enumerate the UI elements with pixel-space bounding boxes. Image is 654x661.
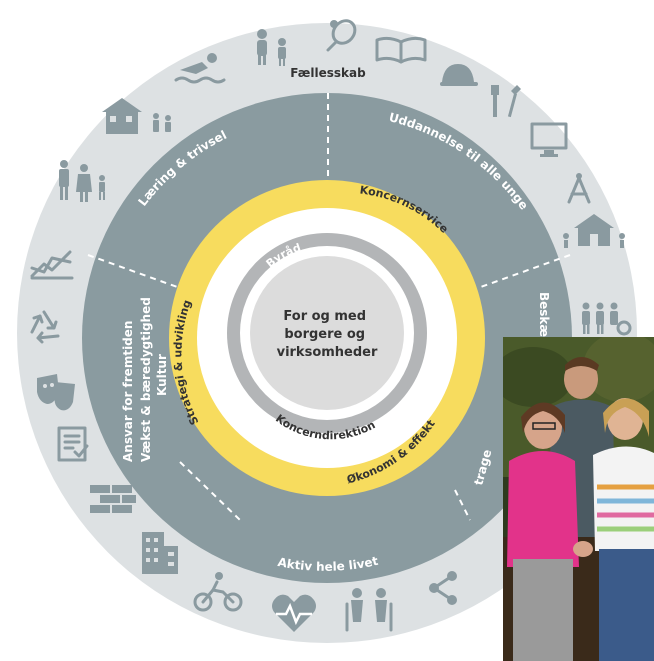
segment-ansvar-fremtiden: Ansvar for fremtiden [121,321,135,462]
segment-beskaeftigelse: Beskæ [537,292,551,337]
swimmer-icon [174,53,226,84]
bricks-icon [90,485,136,513]
svg-text:Ansvar for fremtiden: Ansvar for fremtiden [121,321,135,462]
center-line-1: For og med [283,309,366,324]
center-line-2: borgere og [284,327,365,342]
family-icon [59,160,105,202]
family-play-icon [257,29,286,66]
center-line-3: virksomheder [277,345,378,360]
share-icon [429,571,457,605]
monitor-icon [530,122,568,157]
document-check-icon [57,426,89,462]
tools-icon [491,85,521,118]
helmet-icon [440,64,478,86]
heartbeat-icon [272,594,316,632]
svg-text:Vækst & bæredygtighed: Vækst & bæredygtighed [139,297,153,462]
tennis-icon [326,19,357,52]
svg-text:Aktiv hele livet: Aktiv hele livet [277,554,380,574]
office-building-icon [142,532,178,574]
center-circle [250,256,404,410]
svg-text:Kultur: Kultur [155,354,169,396]
recycle-icon [30,310,60,344]
theater-masks-icon [37,374,75,411]
segment-vaekst-baeredygtighed: Vækst & bæredygtighed [139,297,153,462]
svg-text:Beskæ: Beskæ [537,292,551,337]
compass-icon [567,173,591,204]
segment-kultur: Kultur [155,354,169,396]
people-wheelchair-icon [582,302,632,336]
book-icon [375,36,427,64]
growth-chart-icon [30,250,74,280]
segment-aktiv-hele-livet: Aktiv hele livet [277,554,380,574]
elderly-couple-icon [345,588,393,632]
school-icon [563,214,625,248]
segment-dividers [87,93,571,521]
svg-text:Fællesskab: Fællesskab [290,66,366,80]
svg-text:For og med borgere og: For og med borgere og virksomheder [277,309,378,360]
cyclist-icon [193,572,243,612]
people-photo [503,337,654,661]
outer-faellesskab: Fællesskab [290,66,366,80]
house-family-icon [102,98,171,134]
